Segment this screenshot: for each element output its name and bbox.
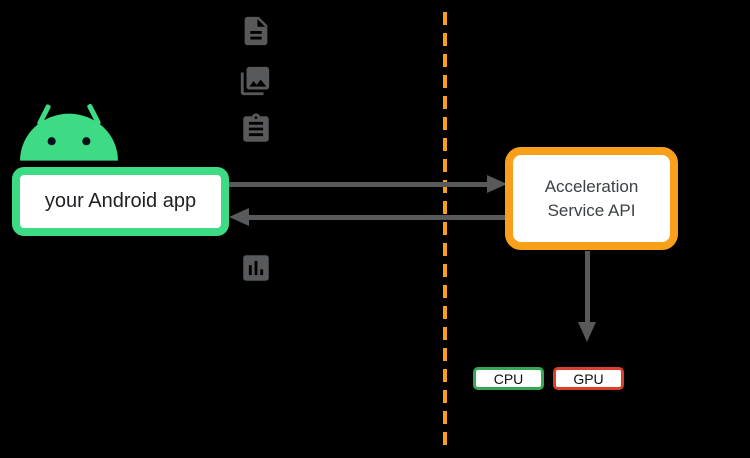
process-boundary-dashed-line [443, 12, 447, 450]
bar-chart-stats-icon [239, 251, 273, 285]
response-arrow-shaft [249, 215, 505, 220]
gpu-label: GPU [573, 370, 604, 387]
cpu-label: CPU [493, 370, 524, 387]
api-label-line2: Service API [547, 200, 636, 220]
clipboard-task-icon [239, 112, 273, 146]
request-arrow-head [487, 175, 507, 193]
document-file-icon [239, 14, 273, 48]
gpu-chip: GPU [553, 367, 624, 390]
android-app-box: your Android app [12, 167, 229, 236]
response-arrow-head [229, 208, 249, 226]
android-mascot-icon [20, 104, 118, 161]
api-label-line1: Acceleration [544, 176, 639, 196]
cpu-chip: CPU [473, 367, 544, 390]
hardware-arrow-head [578, 322, 596, 342]
acceleration-service-api-box: Acceleration Service API [505, 147, 678, 250]
photo-library-icon [238, 64, 272, 98]
hardware-arrow-shaft [585, 251, 590, 323]
request-arrow-shaft [229, 182, 488, 187]
android-app-label: your Android app [44, 190, 197, 212]
